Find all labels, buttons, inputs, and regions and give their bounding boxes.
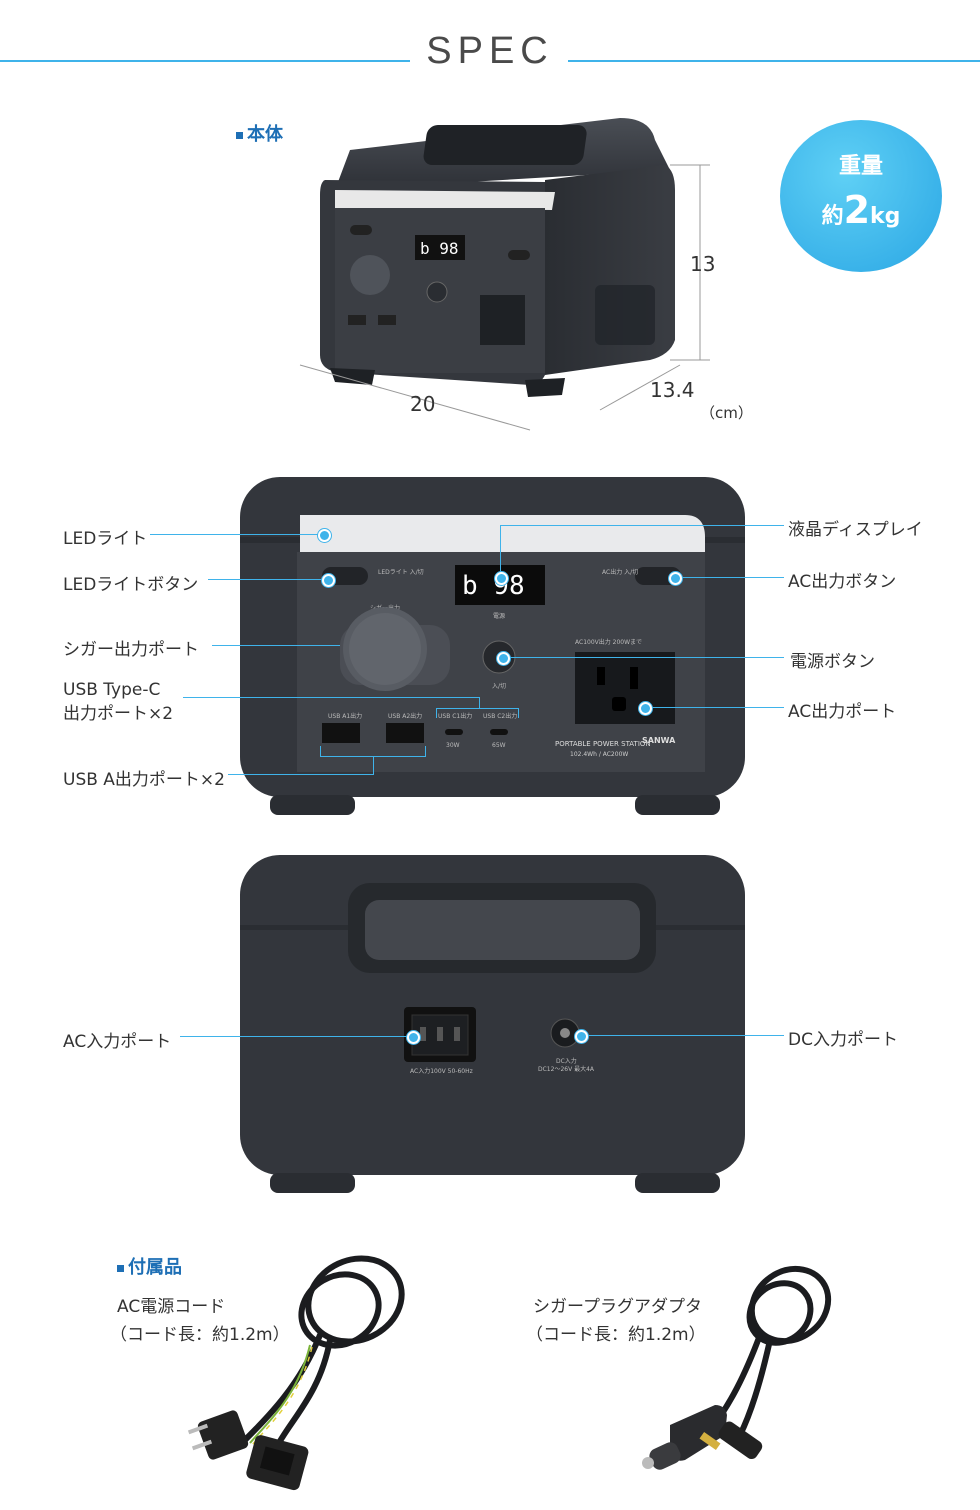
callout-line-dc-input <box>582 1035 784 1036</box>
weight-label: 重量 <box>838 154 883 179</box>
back-ac-in-label: AC入力100V 50-60Hz <box>410 1067 473 1075</box>
callout-line-lcd-drop <box>500 525 501 577</box>
accessory-2-detail: （コード長：約1.2m） <box>526 1325 706 1345</box>
callout-line-usb-c-drop <box>479 697 480 709</box>
weight-unit: kg <box>870 204 901 229</box>
callout-usb-a: USB A出力ポート×2 <box>63 770 225 790</box>
front-ac-spec-label: AC100V出力 200Wまで <box>575 638 642 646</box>
section-label-accessories-text: 付属品 <box>128 1257 182 1278</box>
accessory-1-detail: （コード長：約1.2m） <box>110 1325 290 1345</box>
callout-line-ac-port <box>646 707 784 708</box>
front-product-line2: 102.4Wh / AC200W <box>570 751 628 758</box>
callout-line-usb-a <box>228 774 374 775</box>
front-brand: SANWA <box>642 736 676 745</box>
accessory-1-name: AC電源コード <box>117 1297 226 1317</box>
callout-line-ac-button <box>676 577 784 578</box>
callout-dot-dc-input <box>575 1030 588 1043</box>
callout-ac-port: AC出力ポート <box>788 702 897 722</box>
section-label-body: 本体 <box>236 120 283 146</box>
callout-usb-c: USB Type-C 出力ポート×2 <box>63 678 173 726</box>
front-power-small-label: 電源 <box>493 612 505 620</box>
front-ac-small-label: AC出力 入/切 <box>602 568 638 576</box>
back-dc-in-label2: DC12～26V 最大4A <box>538 1065 595 1073</box>
front-power-small-label2: 入/切 <box>492 683 506 690</box>
callout-dot-ac-button <box>669 572 682 585</box>
page-title: SPEC <box>426 30 554 72</box>
section-label-accessories: 付属品 <box>117 1253 182 1279</box>
dim-width: 20 <box>410 392 436 416</box>
cigar-plug-illustration <box>642 1265 832 1470</box>
device-3d-illustration: b 98 <box>299 118 710 431</box>
callout-led-button: LEDライトボタン <box>63 575 199 595</box>
device-back-illustration: AC入力100V 50-60Hz DC入力 DC12～26V 最大4A <box>240 855 745 1193</box>
callout-dot-lcd <box>495 572 508 585</box>
callout-dot-led-light <box>318 529 331 542</box>
callout-dot-ac-port <box>639 702 652 715</box>
callout-lcd: 液晶ディスプレイ <box>788 520 923 540</box>
callout-power-button: 電源ボタン <box>790 652 875 672</box>
callout-line-ac-input <box>180 1036 412 1037</box>
weight-badge: 重量 約2kg <box>780 120 942 272</box>
back-dc-in-label1: DC入力 <box>556 1057 577 1065</box>
device-3d-screen-text: b 98 <box>420 239 459 258</box>
callout-line-usb-c-b1 <box>436 708 437 718</box>
section-label-text: 本体 <box>247 124 283 145</box>
front-usb-a2-label: USB A2出力 <box>388 712 422 720</box>
callout-ac-button: AC出力ボタン <box>788 572 897 592</box>
callout-line-led-button <box>208 579 326 580</box>
front-usb-c1-label: USB C1出力 <box>438 712 472 720</box>
front-usb-c2-label: USB C2出力 <box>483 712 517 720</box>
callout-line-usb-c <box>183 697 479 698</box>
callout-line-usb-a-rise <box>373 756 374 774</box>
callout-line-usb-a-bracket <box>320 756 426 757</box>
callout-cigar-port: シガー出力ポート <box>63 640 199 660</box>
callout-ac-input: AC入力ポート <box>63 1032 172 1052</box>
dim-height: 13 <box>690 252 716 276</box>
front-led-small-label: LEDライト 入/切 <box>378 569 424 576</box>
dim-depth: 13.4 <box>650 378 695 402</box>
square-bullet-icon <box>117 1264 124 1272</box>
device-front-illustration: b 98 LEDライト 入/切 AC出力 入/切 シガー出力 電源 入/切 AC… <box>240 477 745 815</box>
callout-usb-c-line2: 出力ポート×2 <box>63 704 174 724</box>
front-usb-a1-label: USB A1出力 <box>328 712 362 720</box>
front-product-line1: PORTABLE POWER STATION <box>555 740 651 748</box>
accessory-2-name: シガープラグアダプタ <box>533 1297 702 1317</box>
callout-dc-input: DC入力ポート <box>788 1030 898 1050</box>
device-front-screen-text: b 98 <box>462 571 525 601</box>
callout-dot-ac-input <box>407 1031 420 1044</box>
weight-value: 2 <box>843 188 871 232</box>
weight-prefix: 約 <box>821 204 844 229</box>
callout-line-usb-c-b2 <box>518 708 519 718</box>
weight-value-row: 約2kg <box>780 188 942 232</box>
callout-line-usb-a-b1 <box>320 746 321 756</box>
callout-line-usb-c-bracket <box>436 708 519 709</box>
front-usb-c1-watt: 30W <box>446 742 460 749</box>
front-usb-c2-watt: 65W <box>492 742 506 749</box>
title-rule-left <box>0 60 410 62</box>
title-rule-right <box>568 60 980 62</box>
ac-cord-illustration <box>187 1255 405 1491</box>
callout-dot-power-button <box>497 652 510 665</box>
callout-line-led-light <box>150 534 320 535</box>
callout-usb-c-line1: USB Type-C <box>63 680 161 700</box>
dim-unit: （cm） <box>700 404 753 422</box>
callout-dot-led-button <box>322 574 335 587</box>
callout-line-cigar-port <box>212 645 340 646</box>
square-bullet-icon <box>236 131 243 139</box>
callout-line-lcd <box>500 525 784 526</box>
callout-led-light: LEDライト <box>63 529 148 549</box>
callout-line-power-button <box>503 657 784 658</box>
callout-line-usb-a-b2 <box>425 746 426 756</box>
